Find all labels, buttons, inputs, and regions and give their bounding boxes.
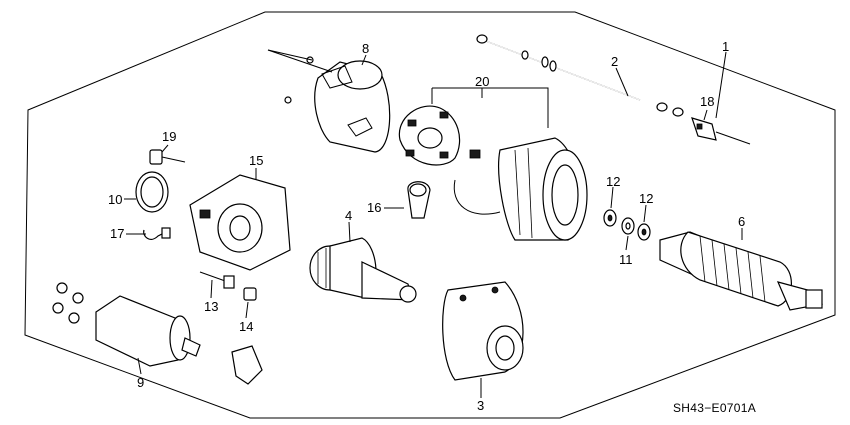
part-6-armature <box>659 231 823 311</box>
part-9-solenoid <box>52 282 201 367</box>
part-4-pinion-clutch <box>309 237 417 303</box>
callout-10: 10 <box>108 192 122 207</box>
callout-20: 20 <box>475 74 489 89</box>
callout-14: 14 <box>239 319 253 334</box>
callout-17: 17 <box>110 226 124 241</box>
leader-lines <box>124 51 743 398</box>
part-13-bolt <box>199 271 235 289</box>
part-10-o-ring <box>135 171 169 213</box>
part-20-brush-holder <box>398 105 461 166</box>
callout-15: 15 <box>249 153 263 168</box>
part-12-washer-a <box>603 209 617 227</box>
part-17-fitting <box>143 227 171 240</box>
part-20-yoke-assembly <box>453 137 588 241</box>
part-12-washer-b <box>637 223 651 241</box>
part-19-bolt <box>149 149 186 165</box>
diagram-border <box>24 11 836 419</box>
diagram-code: SH43−E0701A <box>673 401 756 415</box>
callout-1: 1 <box>722 39 729 54</box>
callout-13: 13 <box>204 299 218 314</box>
callout-6: 6 <box>738 214 745 229</box>
plunger-part <box>231 345 263 385</box>
callout-8: 8 <box>362 41 369 56</box>
callout-16: 16 <box>367 200 381 215</box>
part-18-clip <box>691 117 751 145</box>
callout-11: 11 <box>619 252 633 267</box>
bracket-20 <box>432 87 549 128</box>
part-3-drive-end-housing <box>442 281 524 381</box>
callout-4: 4 <box>345 208 352 223</box>
callout-19: 19 <box>162 129 176 144</box>
part-16-brush <box>407 181 431 219</box>
callout-9: 9 <box>137 375 144 390</box>
callout-3: 3 <box>477 398 484 413</box>
part-14-nut <box>243 287 257 301</box>
callout-2: 2 <box>611 54 618 69</box>
callout-18: 18 <box>700 94 714 109</box>
callout-12a: 12 <box>606 174 620 189</box>
callout-12b: 12 <box>639 191 653 206</box>
part-11-washer <box>621 217 635 235</box>
part-2-through-bolt <box>476 34 684 117</box>
part-15-gear-housing <box>189 174 291 271</box>
part-8-end-cover <box>267 49 391 153</box>
